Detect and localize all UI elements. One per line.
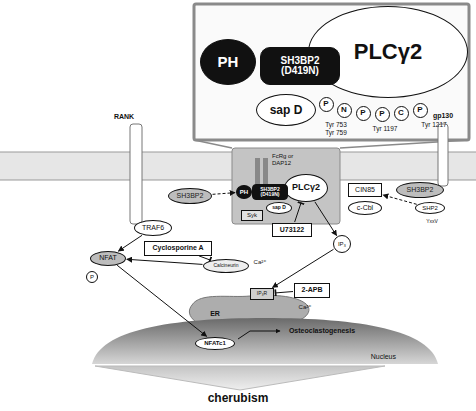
node-text: P: [417, 106, 422, 114]
nucleus-envelope: [92, 318, 438, 364]
inhibitor-box: 2-APB: [294, 283, 330, 298]
node-text: ER: [210, 310, 220, 317]
inhibition-connector: [295, 203, 301, 222]
node-text: PH: [218, 54, 239, 70]
zoom-inset: [194, 4, 469, 140]
node-text: SH3BP2 (D419N): [254, 187, 286, 198]
terminus-marker: C: [394, 106, 409, 121]
node-text: U73122: [280, 226, 305, 233]
node-text: P: [360, 109, 365, 117]
activation-arrow: [315, 202, 337, 236]
zoom-region: [232, 148, 340, 224]
inhibitor-box: Cyclosporine A: [144, 241, 212, 256]
node-text: IP₃: [338, 241, 346, 247]
node-text: P: [379, 110, 384, 118]
process-label: Osteoclastogenesis: [289, 327, 355, 335]
adaptor-oval: sap D: [256, 94, 316, 126]
node-text: P: [90, 274, 94, 280]
receptor-name: RANK: [114, 113, 134, 121]
kinase-box: Syk: [241, 210, 263, 221]
node-text: P: [323, 100, 328, 108]
adaptor-oval: sap D: [266, 202, 292, 214]
activation-arrow: [117, 265, 207, 336]
receptor-name: gp130: [433, 112, 453, 120]
motif-label: YxxV: [426, 219, 438, 225]
node-text: NFATc1: [204, 340, 225, 346]
residue-label: Tyr 1217: [421, 121, 446, 128]
activation-arrow: [118, 235, 142, 251]
node-text: SH3BP2: [177, 192, 204, 199]
node-text: PLCγ2: [354, 40, 422, 63]
activation-arrow: [127, 259, 203, 264]
receptor-name: FcRg or DAP12: [272, 153, 308, 166]
transcription-arrow: [238, 331, 280, 339]
adaptor-oval: SH3BP2: [168, 188, 212, 204]
phospho-site: P: [86, 271, 98, 283]
residue-label: Tyr 1197: [373, 125, 398, 132]
inhibitor-box: U73122: [272, 223, 312, 237]
node-text: IP₃R: [257, 291, 267, 296]
node-text: 2-APB: [301, 286, 322, 293]
node-text: N: [341, 106, 347, 114]
phospho-site: P: [375, 107, 390, 122]
messenger-circle: IP₃: [333, 235, 351, 253]
inhibition-connector: [275, 292, 293, 293]
phosphatase-oval: Calcineurin: [203, 259, 249, 273]
protein-box: CIN85: [348, 183, 382, 197]
transcription-factor: NFATc1: [195, 337, 235, 350]
node-text: sap D: [270, 104, 303, 117]
node-text: c-Cbl: [357, 204, 373, 211]
node-text: NFAT: [99, 254, 116, 261]
phosphatase-oval: SHP2: [415, 202, 445, 214]
node-text: SHP2: [422, 205, 438, 211]
node-text: C: [398, 109, 404, 117]
outcome-arrow: [95, 366, 385, 390]
gp130-receptor: [438, 124, 448, 186]
mutant-protein: SH3BP2 (D419N): [260, 47, 340, 85]
node-text: Syk: [247, 212, 257, 218]
adaptor-oval: SH3BP2: [396, 182, 444, 198]
channel-receptor: IP₃R: [250, 288, 274, 300]
inhibition-connector: [199, 256, 211, 260]
protein-oval: c-Cbl: [348, 201, 382, 215]
node-text: Cyclosporine A: [152, 244, 203, 251]
phospho-site: P: [356, 106, 371, 121]
node-text: SH3BP2 (D419N): [263, 56, 337, 77]
activation-arrow: [213, 193, 235, 195]
node-text: PLCγ2: [292, 183, 320, 192]
transcription-factor: NFAT: [90, 251, 126, 266]
node-text: Nucleus: [371, 353, 396, 360]
node-text: PH: [240, 189, 248, 195]
ion-label: Ca²⁺: [299, 304, 312, 311]
domain-oval: PH: [236, 185, 252, 199]
node-text: Calcineurin: [213, 263, 238, 268]
fcrg-receptor: [255, 158, 260, 184]
domain-oval: PH: [200, 39, 256, 85]
mutant-protein: SH3BP2 (D419N): [252, 184, 288, 200]
rank-receptor: [130, 124, 142, 224]
nucleus-region: Nucleus NFATc1: [100, 319, 430, 363]
disease-label: cherubism: [208, 392, 269, 405]
fcrg-receptor: [263, 158, 268, 184]
enzyme-oval: PLCγ2: [284, 174, 328, 202]
node-text: TRAF6: [142, 224, 164, 231]
terminus-marker: N: [337, 103, 352, 118]
phospho-site: P: [319, 97, 334, 112]
adaptor-oval: TRAF6: [134, 220, 172, 236]
ion-label: Ca²⁺: [254, 259, 267, 266]
node-text: sap D: [272, 205, 286, 210]
residue-label: Tyr 759: [325, 129, 347, 136]
organelle-label: ER: [200, 307, 230, 321]
phospho-site: P: [413, 103, 428, 118]
node-text: CIN85: [355, 186, 375, 193]
node-text: SH3BP2: [407, 186, 434, 193]
residue-label: Tyr 753: [325, 121, 347, 128]
